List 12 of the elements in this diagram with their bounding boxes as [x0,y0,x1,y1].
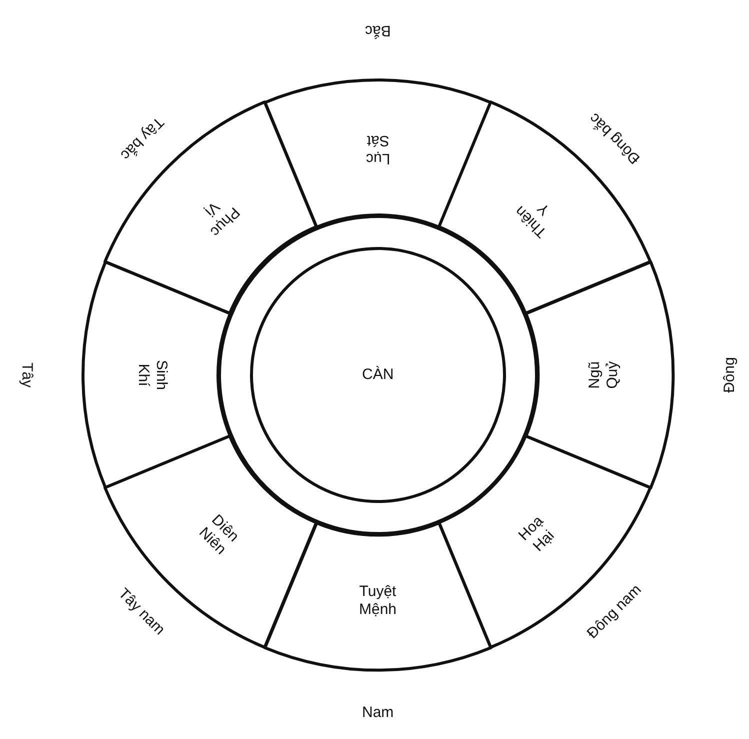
sector-label: Sinh Khí [134,360,170,390]
sector-label: Tuyệt Mệnh [358,582,396,619]
direction-label: Nam [362,704,394,722]
sector-label: Ngũ Quỷ [586,361,622,389]
direction-label: Tây bắc [116,112,167,164]
direction-label: Tây nam [114,584,168,639]
sector-label: Hoạ Hại [515,512,559,557]
direction-label: Bắc [365,21,391,39]
sector-label: Lục Sát [366,131,390,167]
center-label: CÀN [362,366,394,384]
direction-label: Tây [17,362,35,388]
direction-label: Đông [720,357,739,393]
